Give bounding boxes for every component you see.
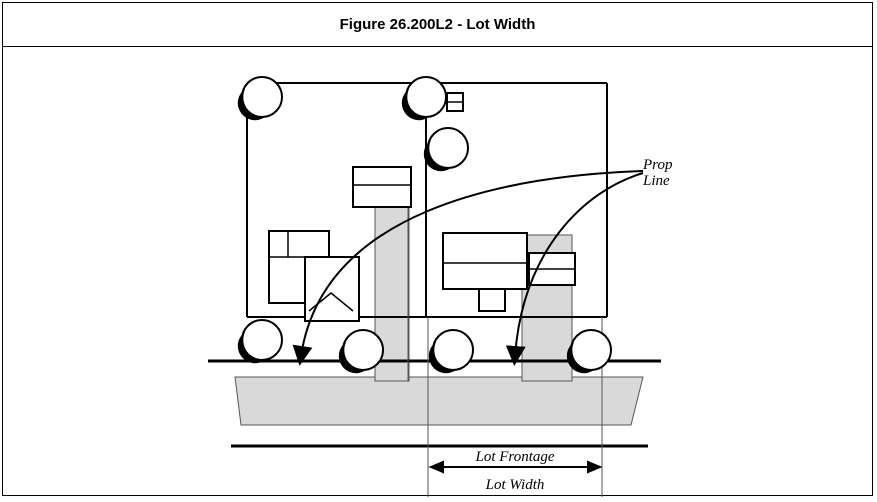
house-right-porch — [478, 288, 506, 312]
tree-icon — [237, 76, 283, 121]
lot-width-diagram: Prop Line Lot Frontage Lot Width — [208, 76, 676, 497]
figure-title: Figure 26.200L2 - Lot Width — [3, 3, 872, 47]
diagram-area: Prop Line Lot Frontage Lot Width — [3, 47, 872, 497]
house-right — [442, 232, 528, 290]
lot-width-label: Lot Width — [485, 477, 545, 493]
property-line-label-2: Line — [642, 173, 670, 189]
street-shade — [234, 376, 644, 426]
tree-icon — [566, 329, 612, 374]
tree-icon — [423, 127, 469, 172]
property-line-label-1: Prop — [642, 157, 673, 173]
property-line-label: Prop Line — [642, 157, 676, 189]
tree-icon — [401, 76, 447, 121]
callout-arrow-right — [505, 172, 644, 366]
tree-icon — [237, 319, 283, 364]
figure-frame: Figure 26.200L2 - Lot Width — [2, 2, 873, 497]
garage-left — [352, 166, 412, 208]
trees — [237, 76, 612, 374]
dimension-arrow — [428, 460, 603, 474]
lot-frontage-label: Lot Frontage — [474, 449, 554, 465]
tree-icon — [338, 329, 384, 374]
callout-arrow-left — [292, 170, 644, 366]
callout-arrows — [292, 170, 644, 366]
tree-icon — [428, 329, 474, 374]
